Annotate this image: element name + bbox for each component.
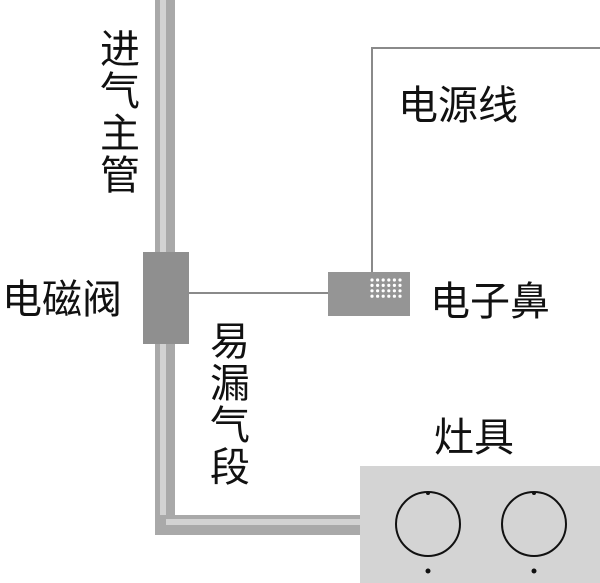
vent-dot [381, 278, 385, 282]
vent-dot [381, 283, 385, 287]
vent-dot [381, 289, 385, 293]
vent-dot [376, 278, 380, 282]
right-burner-notch [532, 491, 536, 495]
solenoid-valve-label: 电磁阀 [2, 277, 122, 323]
vent-dot [387, 289, 391, 293]
stove [360, 466, 600, 583]
electronic-nose-label: 电子鼻 [430, 279, 550, 325]
main-pipe-label: 进气主管 [93, 28, 139, 196]
left-burner-notch [426, 491, 430, 495]
vent-dot [376, 283, 380, 287]
vent-dot [387, 278, 391, 282]
vent-dot [398, 294, 402, 298]
vent-dot [387, 283, 391, 287]
vent-dot [370, 294, 374, 298]
electronic-nose-vents [370, 278, 402, 298]
vent-dot [370, 278, 374, 282]
vent-dot [392, 278, 396, 282]
vent-dot [398, 283, 402, 287]
stove-label: 灶具 [434, 415, 514, 461]
vent-dot [392, 289, 396, 293]
vent-dot [392, 283, 396, 287]
solenoid-valve [143, 252, 189, 344]
right-burner-knob [531, 568, 537, 574]
vent-dot [398, 278, 402, 282]
vent-dot [376, 289, 380, 293]
vent-dot [370, 289, 374, 293]
vent-dot [376, 294, 380, 298]
stove-feed-pipe [155, 515, 367, 535]
electronic-nose [328, 272, 410, 316]
vent-dot [392, 294, 396, 298]
vent-dot [370, 283, 374, 287]
vent-dot [387, 294, 391, 298]
left-burner-knob [425, 568, 431, 574]
vent-dot [381, 294, 385, 298]
vent-dot [398, 289, 402, 293]
power-line-label: 电源线 [398, 83, 518, 129]
power-line-wire [371, 47, 600, 272]
leak-prone-section-label: 易漏气段 [203, 320, 249, 488]
